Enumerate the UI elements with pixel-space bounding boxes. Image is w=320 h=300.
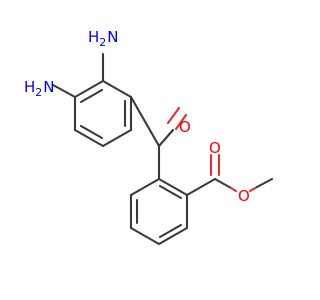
bond xyxy=(248,185,259,193)
methyl-ester-group xyxy=(185,153,274,197)
ester-ether-oxygen-label: O xyxy=(238,187,250,205)
amine-left-subscript: 2 xyxy=(35,86,42,99)
amine-left-h: H xyxy=(24,78,35,96)
amine-top-n: N xyxy=(107,28,118,46)
ester-carbonyl-oxygen-label: O xyxy=(209,139,221,157)
ketone-group xyxy=(129,95,188,148)
bond xyxy=(157,177,189,197)
bond xyxy=(101,79,133,99)
carbonyl-double-bond xyxy=(174,113,188,131)
amine-top-label: H2N xyxy=(88,28,119,49)
amine-top-h: H xyxy=(88,28,99,46)
molecule-structure-diagram: H2N H2N O O O xyxy=(24,28,274,246)
carbonyl-double-bond xyxy=(166,106,181,125)
bond xyxy=(101,128,133,148)
amine-top-subscript: 2 xyxy=(99,36,106,49)
bond xyxy=(73,79,105,99)
double-bond-inner xyxy=(158,184,183,200)
double-bond-inner xyxy=(79,124,104,140)
bond xyxy=(129,177,161,197)
bond xyxy=(73,128,105,148)
diaminophenyl-ring xyxy=(73,79,133,148)
bond-to-amine-left xyxy=(51,83,77,99)
bond xyxy=(185,177,217,197)
bond xyxy=(157,226,189,246)
ketone-oxygen-label: O xyxy=(179,118,191,136)
bond xyxy=(213,177,233,190)
structure-svg: H2N H2N O O O xyxy=(24,28,274,246)
methyl-bond xyxy=(255,177,274,189)
bond xyxy=(129,95,161,148)
bond xyxy=(157,128,175,148)
amine-left-n: N xyxy=(43,78,54,96)
bond xyxy=(229,186,238,193)
benzoate-ring xyxy=(129,144,189,246)
double-bond-inner xyxy=(79,88,104,104)
amine-left-label: H2N xyxy=(24,78,55,99)
double-bond-inner xyxy=(158,223,183,239)
amine-bonds xyxy=(51,52,105,99)
bond xyxy=(129,226,161,246)
